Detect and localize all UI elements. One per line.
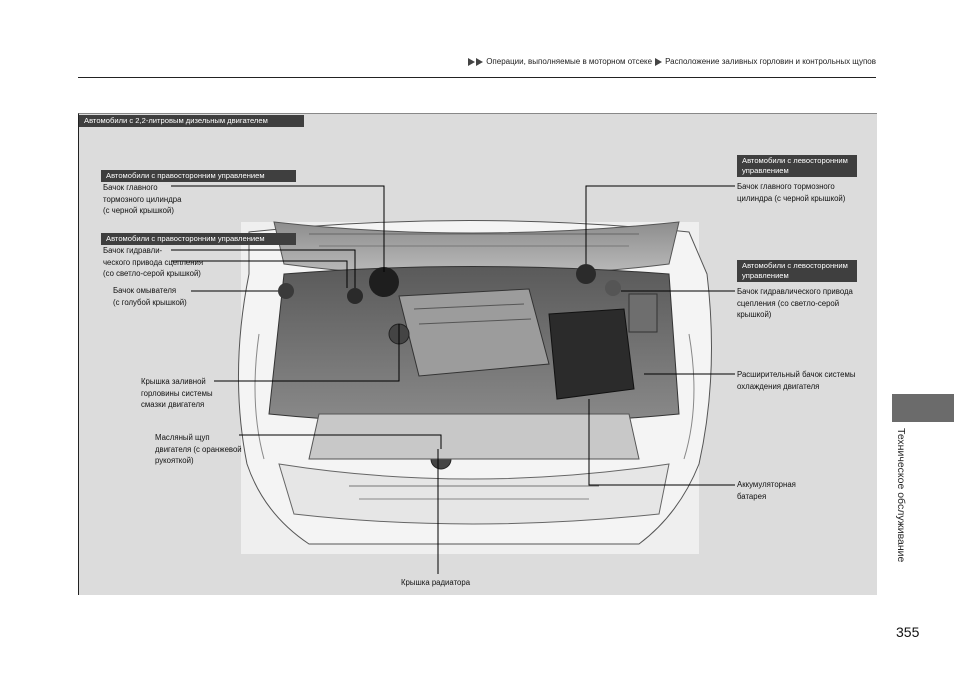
engine-diagram-panel: Автомобили с 2,2-литровым дизельным двиг… <box>78 113 877 595</box>
arrow-icon <box>655 57 663 66</box>
lhd-tag: Автомобили с левосторонним управлением <box>737 260 857 282</box>
section-tab <box>892 394 954 422</box>
brake-reservoir-rhd-label: Бачок главного тормозного цилиндра (с че… <box>103 183 182 215</box>
section-tab-text: Техническое обслуживание <box>895 428 907 563</box>
oil-filler-cap-label: Крышка заливной горловины системы смазки… <box>141 377 213 409</box>
engine-variant-tag: Автомобили с 2,2-литровым дизельным двиг… <box>79 115 304 127</box>
clutch-reservoir-rhd-label: Бачок гидравли- ческого привода сцеплени… <box>103 246 204 278</box>
rhd-tag: Автомобили с правосторонним управлением <box>101 170 296 182</box>
section-tab-label: Техническое обслуживание <box>895 428 907 568</box>
clutch-reservoir-lhd-label: Бачок гидравлического привода сцепления … <box>737 287 853 319</box>
header-rule <box>78 77 876 78</box>
engine-bay-illustration <box>238 220 712 554</box>
washer-reservoir-label: Бачок омывателя (с голубой крышкой) <box>113 286 187 307</box>
battery-label: Аккумуляторная батарея <box>737 480 796 501</box>
breadcrumb-section[interactable]: Операции, выполняемые в моторном отсеке <box>486 57 653 66</box>
breadcrumb: Операции, выполняемые в моторном отсеке … <box>468 57 876 66</box>
breadcrumb-page: Расположение заливных горловин и контрол… <box>665 57 876 66</box>
oil-dipstick-label: Масляный щуп двигателя (с оранжевой руко… <box>155 433 242 465</box>
arrow-icon <box>468 57 476 66</box>
rhd-tag: Автомобили с правосторонним управлением <box>101 233 296 245</box>
page-number: 355 <box>896 624 920 640</box>
leader-lines <box>171 185 735 574</box>
expansion-tank-label: Расширительный бачок системы охлаждения … <box>737 370 856 391</box>
radiator-cap-label: Крышка радиатора <box>401 578 471 587</box>
lhd-tag: Автомобили с левосторонним управлением <box>737 155 857 177</box>
brake-reservoir-lhd-label: Бачок главного тормозного цилиндра (с че… <box>737 182 846 203</box>
arrow-icon <box>476 57 484 66</box>
